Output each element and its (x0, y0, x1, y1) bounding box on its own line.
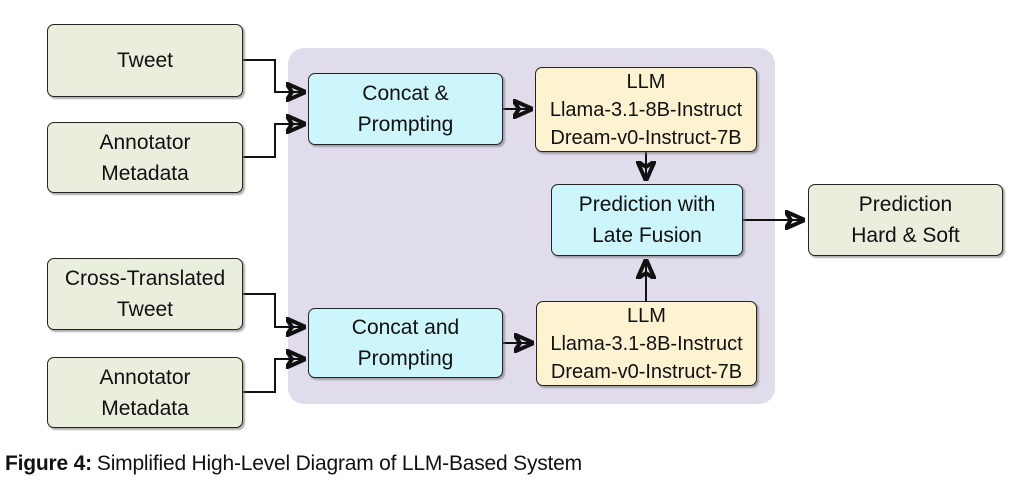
node-annotator-metadata-top: Annotator Metadata (47, 122, 243, 193)
node-annotator-metadata-bottom-label: Annotator Metadata (99, 365, 191, 420)
node-llm-top-label: LLM Llama-3.1-8B-Instruct Dream-v0-Instr… (549, 70, 743, 149)
node-prediction-late-fusion: Prediction with Late Fusion (551, 184, 743, 256)
node-tweet: Tweet (47, 24, 243, 97)
node-tweet-label: Tweet (116, 49, 174, 72)
node-prediction-hard-soft: Prediction Hard & Soft (808, 184, 1003, 256)
node-cross-translated-tweet: Cross-Translated Tweet (47, 258, 243, 330)
node-concat-prompting-bottom-label: Concat and Prompting (351, 316, 460, 370)
node-llm-bottom: LLM Llama-3.1-8B-Instruct Dream-v0-Instr… (536, 301, 757, 386)
node-llm-top: LLM Llama-3.1-8B-Instruct Dream-v0-Instr… (535, 67, 757, 152)
node-annotator-metadata-top-label: Annotator Metadata (99, 130, 191, 185)
node-concat-prompting-top: Concat & Prompting (308, 73, 503, 145)
figure-caption-text: Simplified High-Level Diagram of LLM-Bas… (96, 452, 582, 475)
node-prediction-late-fusion-label: Prediction with Late Fusion (578, 193, 716, 247)
figure-caption-label: Figure 4: (5, 452, 92, 475)
node-cross-translated-tweet-label: Cross-Translated Tweet (64, 267, 226, 321)
figure-caption: Figure 4:Simplified High-Level Diagram o… (5, 451, 582, 476)
node-prediction-hard-soft-label: Prediction Hard & Soft (851, 193, 960, 247)
node-concat-prompting-top-label: Concat & Prompting (357, 82, 454, 136)
node-llm-bottom-label: LLM Llama-3.1-8B-Instruct Dream-v0-Instr… (550, 304, 743, 383)
node-concat-prompting-bottom: Concat and Prompting (308, 308, 503, 378)
node-annotator-metadata-bottom: Annotator Metadata (47, 357, 243, 428)
